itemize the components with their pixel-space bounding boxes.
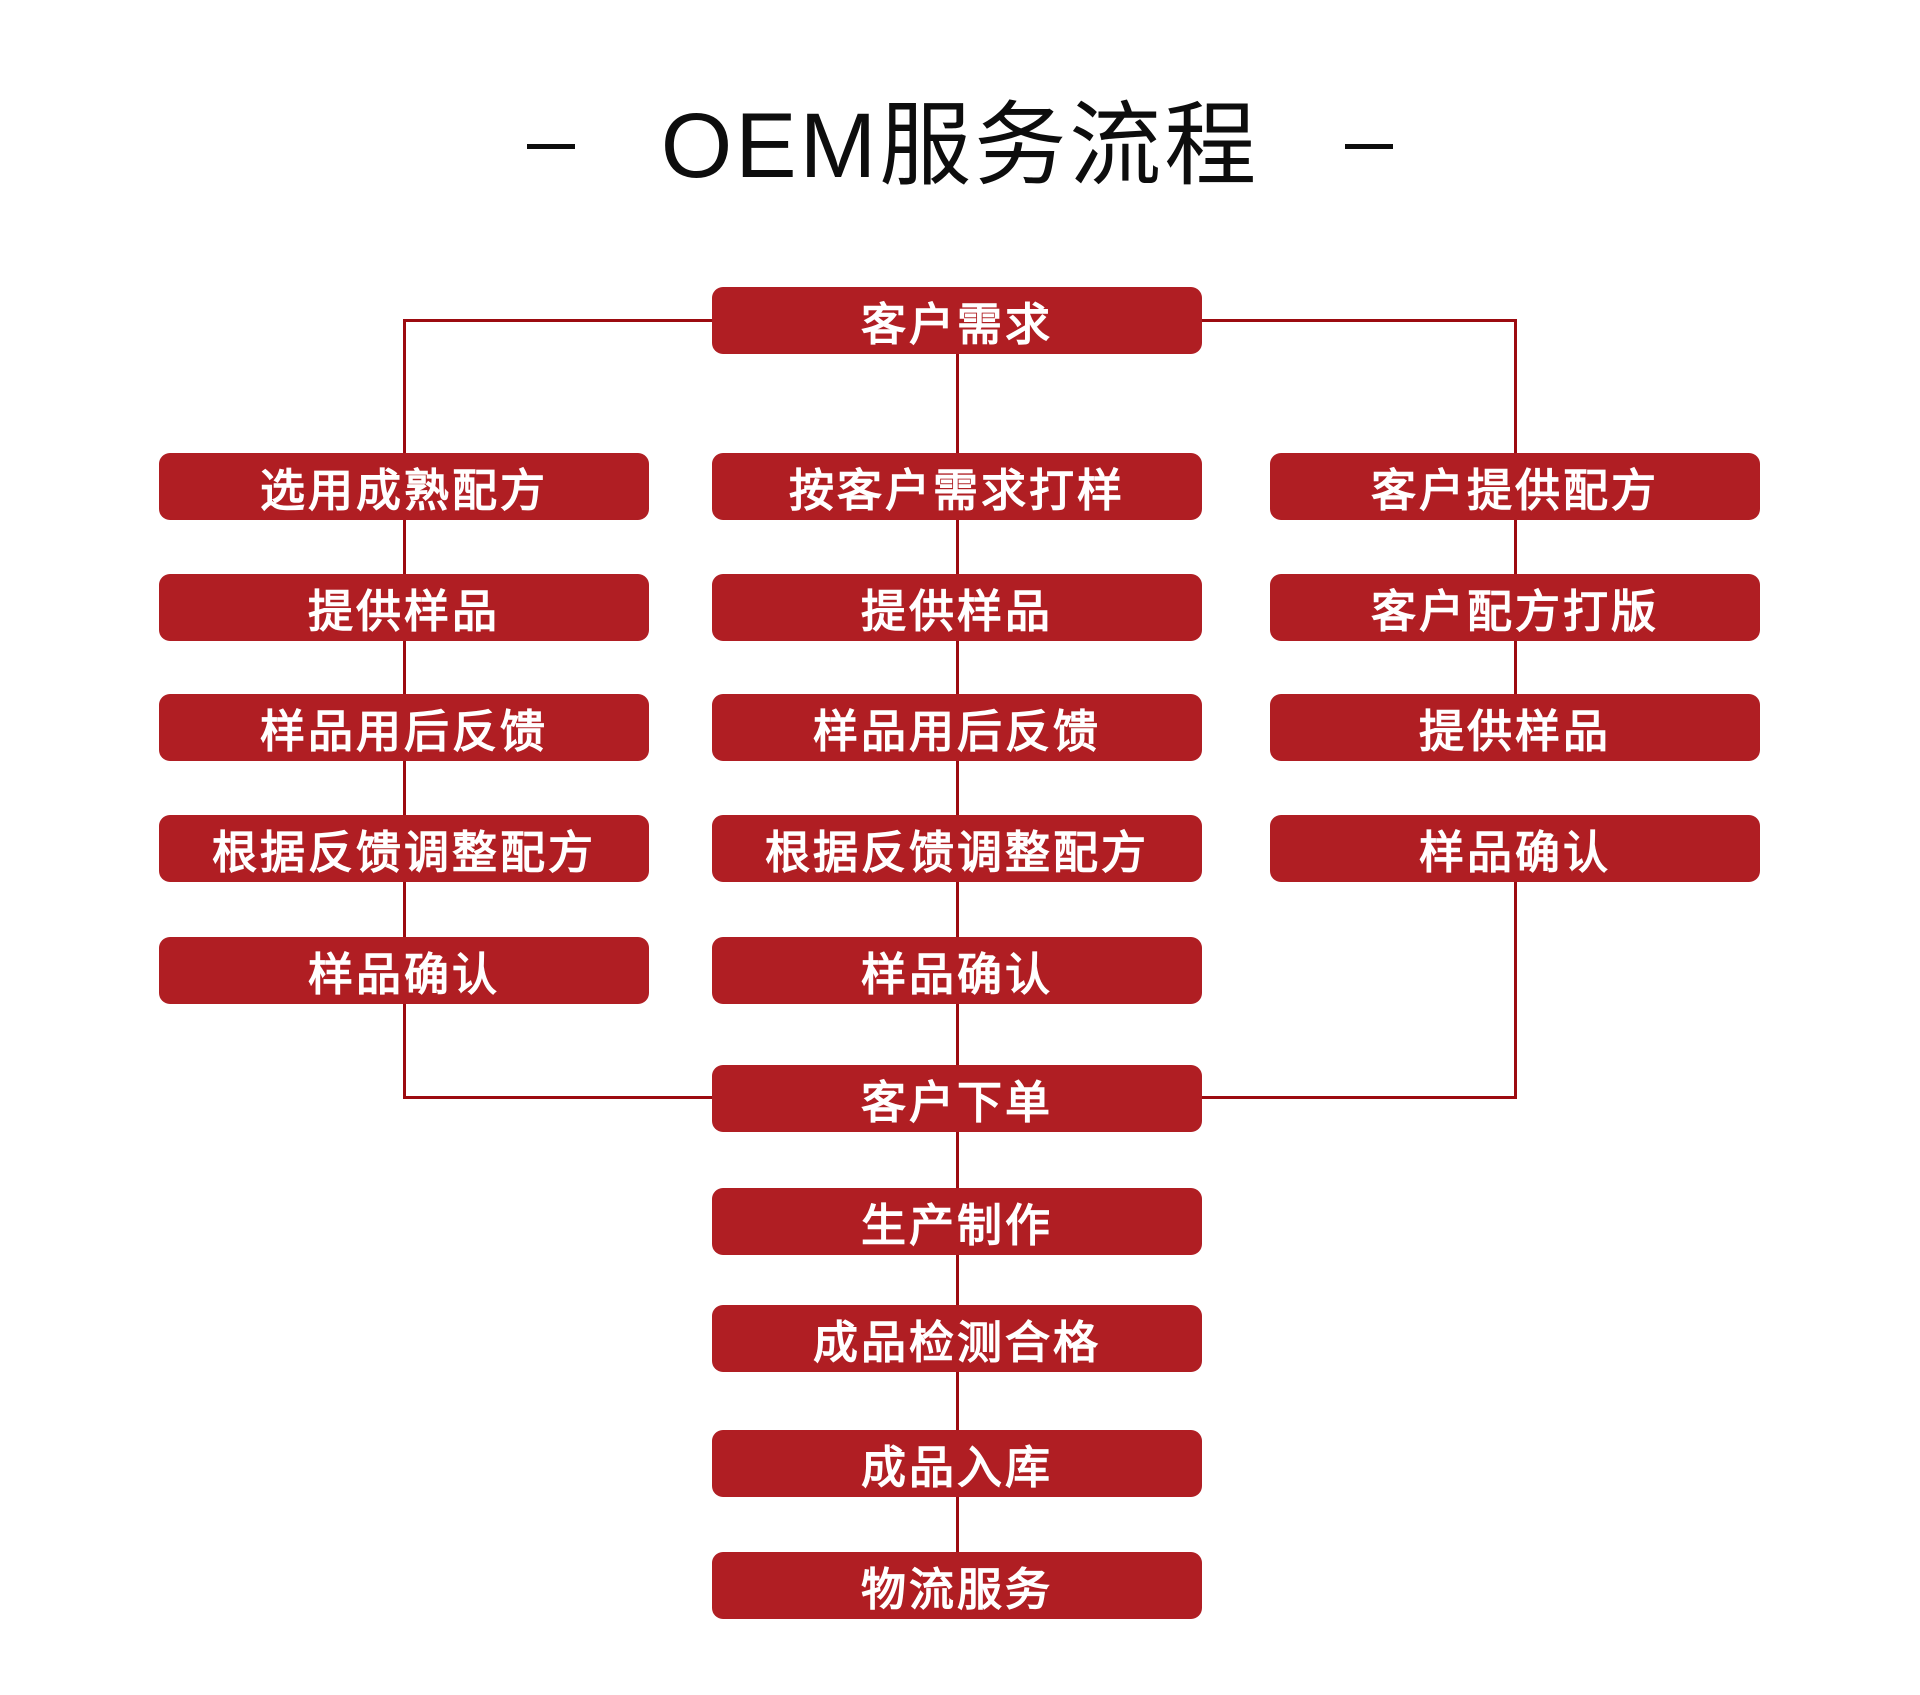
connector-v	[403, 520, 406, 574]
connector-top-right-v	[1514, 319, 1517, 453]
connector-v	[403, 1004, 406, 1099]
connector-v	[403, 641, 406, 694]
connector-bottom-right-h	[1202, 1096, 1517, 1099]
node-adjust-formula-2: 根据反馈调整配方	[712, 815, 1202, 882]
node-customer-formula-proof: 客户配方打版	[1270, 574, 1760, 641]
connector-v	[956, 1132, 959, 1188]
connector-v	[956, 1255, 959, 1305]
connector-bottom-left-h	[403, 1096, 713, 1099]
node-provide-sample-3: 提供样品	[1270, 694, 1760, 761]
node-customer-order: 客户下单	[712, 1065, 1202, 1132]
node-customer-demand: 客户需求	[712, 287, 1202, 354]
connector-top-right-h	[1202, 319, 1517, 322]
connector-top-left-v	[403, 319, 406, 453]
connector-v	[1514, 520, 1517, 574]
node-select-mature-formula: 选用成熟配方	[159, 453, 649, 520]
connector-v	[956, 761, 959, 815]
node-customer-provides-formula: 客户提供配方	[1270, 453, 1760, 520]
page-title: OEM服务流程	[660, 95, 1260, 197]
connector-v	[403, 882, 406, 937]
node-sample-confirm-2: 样品确认	[712, 937, 1202, 1004]
title-row: OEM服务流程	[0, 95, 1920, 197]
connector-v	[1514, 641, 1517, 694]
node-adjust-formula-1: 根据反馈调整配方	[159, 815, 649, 882]
node-provide-sample-1: 提供样品	[159, 574, 649, 641]
node-sample-feedback-1: 样品用后反馈	[159, 694, 649, 761]
connector-v	[956, 1372, 959, 1430]
node-sample-per-demand: 按客户需求打样	[712, 453, 1202, 520]
node-warehousing: 成品入库	[712, 1430, 1202, 1497]
connector-v	[1514, 882, 1517, 1099]
connector-v	[956, 520, 959, 574]
node-product-inspection: 成品检测合格	[712, 1305, 1202, 1372]
node-production: 生产制作	[712, 1188, 1202, 1255]
connector-v	[956, 1004, 959, 1065]
connector-v	[956, 641, 959, 694]
node-provide-sample-2: 提供样品	[712, 574, 1202, 641]
node-sample-confirm-1: 样品确认	[159, 937, 649, 1004]
node-sample-confirm-3: 样品确认	[1270, 815, 1760, 882]
title-right-dash-icon	[1345, 144, 1394, 150]
connector-top-left-h	[403, 319, 713, 322]
title-left-dash-icon	[526, 144, 575, 150]
connector-v	[956, 1497, 959, 1552]
connector-v	[403, 761, 406, 815]
node-sample-feedback-2: 样品用后反馈	[712, 694, 1202, 761]
connector-start-middle-v	[956, 354, 959, 453]
node-logistics: 物流服务	[712, 1552, 1202, 1619]
connector-v	[956, 882, 959, 937]
